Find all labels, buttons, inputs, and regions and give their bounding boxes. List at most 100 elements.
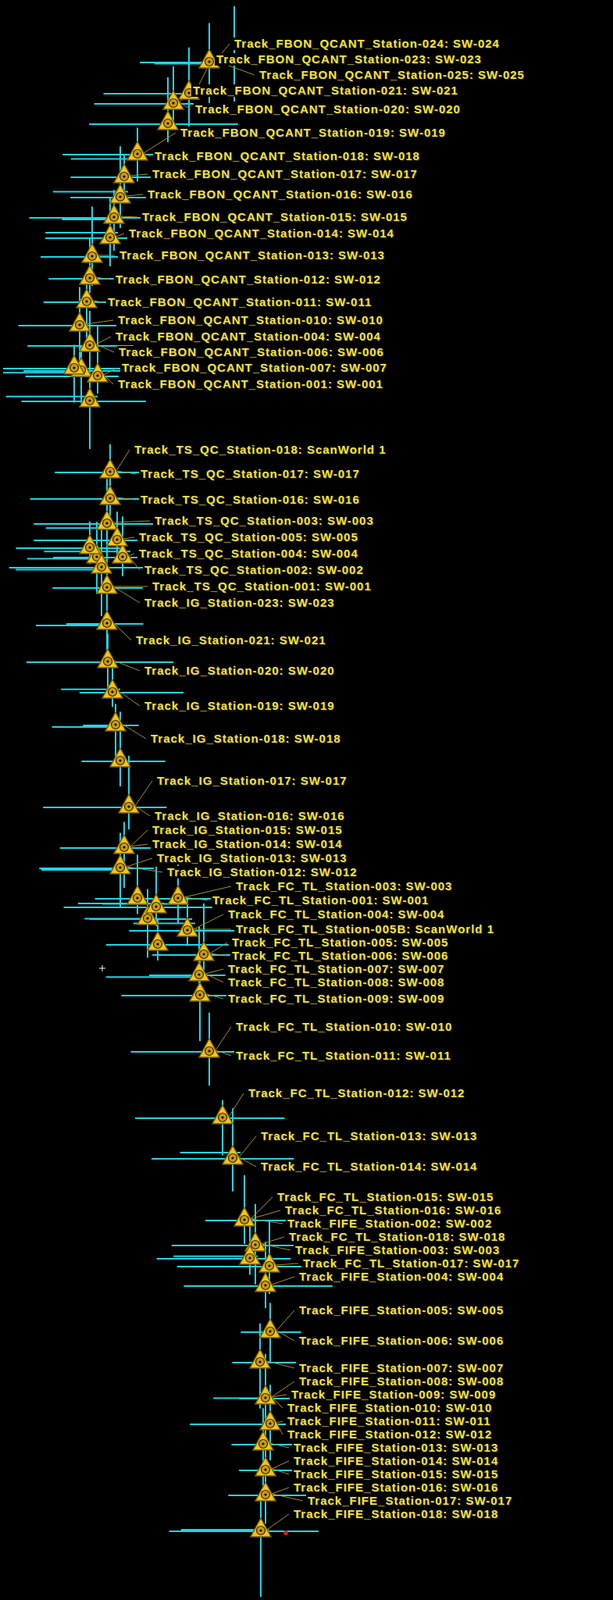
- marker-dot: [105, 621, 108, 624]
- station-marker: [157, 110, 179, 130]
- marker-ring: [103, 519, 112, 528]
- station-marker: [79, 534, 100, 554]
- station-label: Track_IG_Station-023: SW-023: [142, 596, 337, 610]
- station-marker: [212, 1104, 233, 1124]
- station-marker: [255, 1272, 276, 1292]
- marker-dot: [185, 928, 189, 931]
- crosshair-line: [15, 547, 124, 549]
- leader-line: [238, 1136, 257, 1158]
- crosshair-line: [30, 498, 152, 500]
- marker-dot: [122, 845, 125, 849]
- station-label: Track_FC_TL_Station-001: SW-001: [210, 894, 431, 907]
- station-label: Track_FIFE_Station-008: SW-008: [297, 1375, 506, 1388]
- station-label: Track_TS_QC_Station-002: SW-002: [142, 563, 366, 577]
- marker-triangle: [260, 1318, 281, 1338]
- leader-line: [271, 1394, 287, 1398]
- marker-dot: [263, 1283, 267, 1287]
- marker-dot: [146, 916, 149, 920]
- station-label: Track_TS_QC_Station-017: SW-017: [138, 467, 362, 481]
- marker-dot: [121, 555, 124, 558]
- marker-ring: [218, 1113, 228, 1123]
- station-marker: [255, 1482, 276, 1501]
- leader-line: [96, 277, 111, 280]
- marker-dot: [88, 399, 91, 402]
- marker-ring: [116, 863, 125, 873]
- leader-line: [193, 929, 232, 931]
- station-marker: [91, 554, 112, 574]
- station-marker: [163, 90, 184, 110]
- marker-ring: [196, 990, 205, 1000]
- marker-ring: [106, 494, 115, 503]
- station-marker: [177, 917, 198, 937]
- crosshair-line: [254, 1204, 257, 1285]
- station-marker: [64, 355, 85, 375]
- marker-triangle: [79, 265, 100, 285]
- marker-triangle: [79, 388, 100, 407]
- leader-line: [116, 470, 136, 475]
- marker-ring: [103, 619, 112, 628]
- crosshair-line: [109, 444, 111, 517]
- crosshair-line: [64, 906, 213, 909]
- marker-triangle: [103, 204, 125, 224]
- leader-line: [276, 1421, 283, 1423]
- station-label: Track_FIFE_Station-005: SW-005: [297, 1304, 506, 1317]
- leader-line: [113, 520, 150, 523]
- station-label: Track_FBON_QCANT_Station-024: SW-024: [232, 37, 502, 50]
- station-label: Track_IG_Station-014: SW-014: [150, 837, 345, 851]
- station-label: Track_FIFE_Station-006: SW-006: [297, 1334, 506, 1348]
- station-label: Track_FIFE_Station-018: SW-018: [292, 1507, 500, 1521]
- station-marker: [222, 1145, 243, 1165]
- crosshair-line: [149, 974, 226, 977]
- station-marker: [96, 610, 118, 630]
- marker-dot: [127, 805, 130, 808]
- station-label: Track_FBON_QCANT_Station-010: SW-010: [116, 313, 385, 327]
- marker-ring: [85, 543, 95, 553]
- station-label: Track_FBON_QCANT_Station-025: SW-025: [257, 68, 527, 82]
- station-label: Track_FC_TL_Station-003: SW-003: [234, 880, 454, 893]
- station-marker: [103, 204, 125, 224]
- leader-line: [193, 914, 224, 930]
- station-marker: [260, 1318, 281, 1338]
- station-label: Track_FIFE_Station-009: SW-009: [289, 1388, 498, 1401]
- crosshair-line: [106, 944, 229, 946]
- marker-triangle: [249, 1349, 271, 1369]
- station-marker: [96, 574, 118, 594]
- station-marker: [69, 312, 90, 332]
- leader-line: [271, 1493, 303, 1501]
- station-marker: [199, 1038, 220, 1058]
- cursor-cross: [99, 965, 106, 972]
- marker-ring: [106, 467, 115, 477]
- station-label: Track_FIFE_Station-011: SW-011: [285, 1414, 493, 1428]
- marker-ring: [85, 274, 95, 283]
- marker-triangle: [255, 1272, 276, 1292]
- marker-dot: [242, 1218, 246, 1221]
- marker-dot: [267, 1264, 271, 1267]
- station-marker: [118, 794, 139, 813]
- marker-triangle: [177, 917, 198, 937]
- marker-dot: [187, 91, 190, 94]
- crosshair-line: [42, 806, 167, 809]
- marker-dot: [115, 538, 118, 541]
- leader-line: [113, 586, 140, 603]
- marker-ring: [143, 914, 153, 924]
- station-label: Track_FBON_QCANT_Station-017: SW-017: [150, 167, 420, 181]
- station-label: Track_FIFE_Station-007: SW-007: [297, 1361, 506, 1375]
- station-label: Track_IG_Station-019: SW-019: [142, 699, 337, 713]
- leader-line: [92, 300, 104, 303]
- marker-triangle: [105, 712, 126, 731]
- station-marker: [79, 388, 100, 407]
- station-label: Track_FC_TL_Station-006: SW-006: [230, 949, 450, 963]
- marker-ring: [152, 902, 161, 912]
- station-label: Track_IG_Station-012: SW-012: [165, 866, 360, 879]
- station-marker: [76, 288, 97, 308]
- marker-triangle: [112, 544, 133, 564]
- station-marker: [255, 1385, 276, 1405]
- station-marker: [260, 1411, 281, 1430]
- leader-line: [114, 660, 140, 671]
- marker-triangle: [234, 1207, 255, 1226]
- marker-ring: [70, 363, 79, 373]
- leader-line: [116, 449, 130, 471]
- marker-dot: [85, 299, 88, 303]
- leader-line: [266, 1361, 295, 1369]
